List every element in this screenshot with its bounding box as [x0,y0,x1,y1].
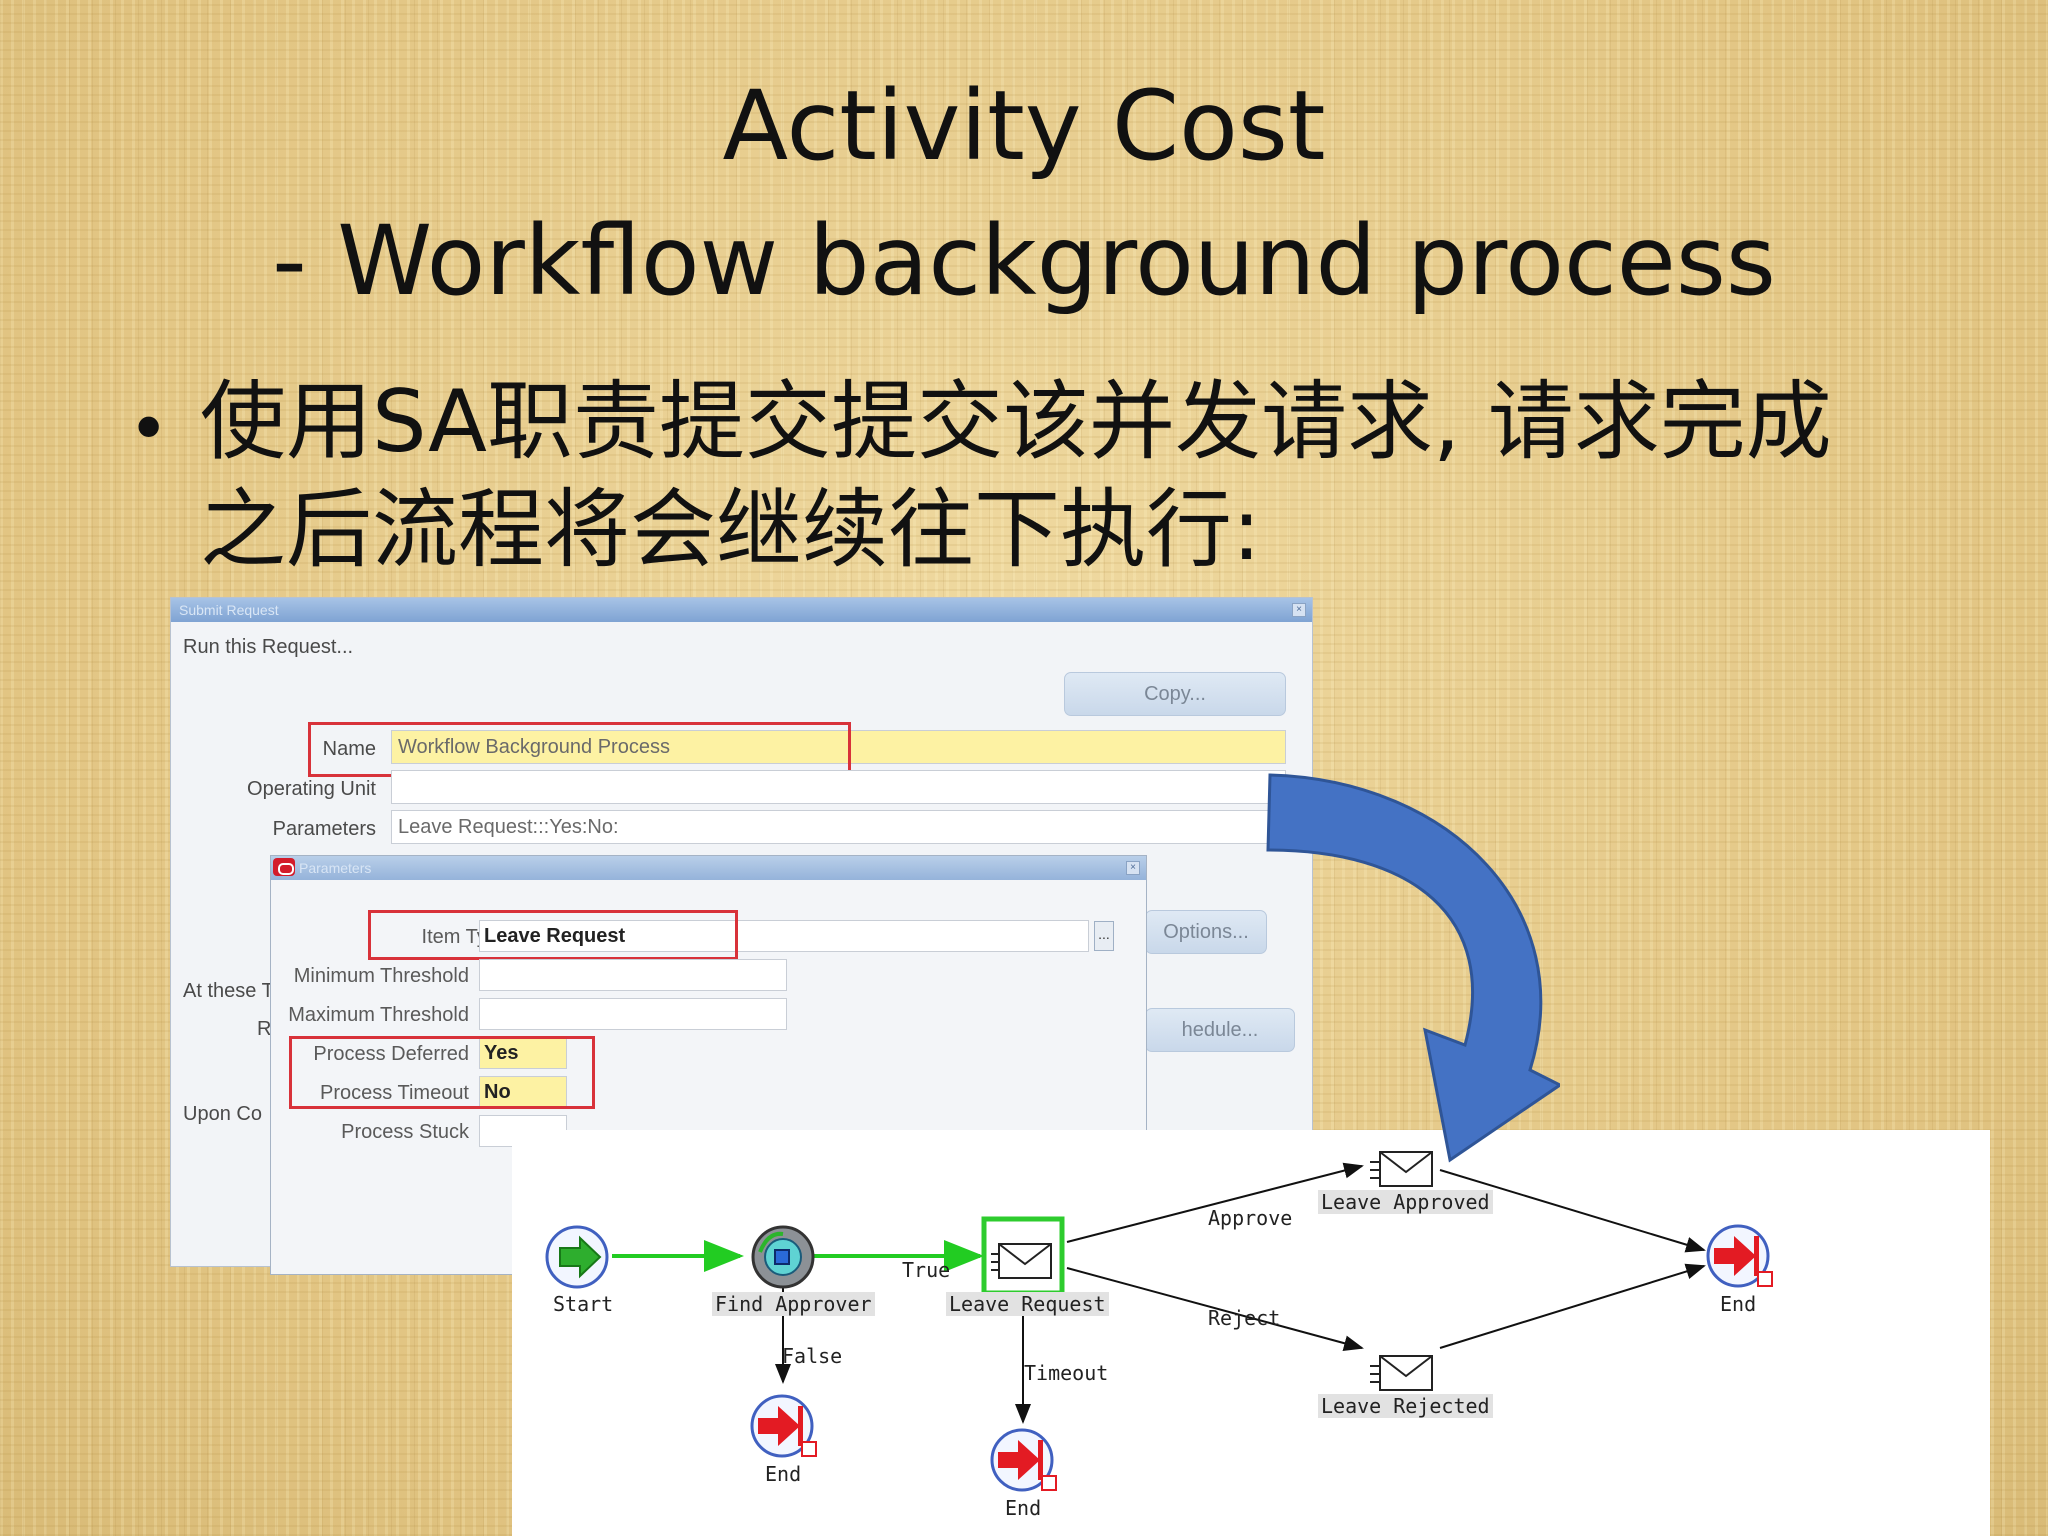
find-approver-node-label: Find Approver [712,1292,875,1316]
maximum-threshold-field[interactable] [479,998,787,1030]
run-request-label: Run this Request... [183,636,354,658]
process-deferred-label: Process Deferred [313,1043,469,1065]
edge-reject [1066,1267,1364,1352]
process-stuck-label: Process Stuck [341,1121,469,1143]
end-node-main-label: End [1720,1292,1757,1316]
leave-request-node-icon[interactable] [981,1216,1067,1296]
oracle-logo-icon [273,858,295,876]
start-node-label: Start [553,1292,614,1316]
end-node-false-icon[interactable] [748,1392,820,1464]
process-timeout-label: Process Timeout [320,1082,469,1104]
bullet-dot: • [128,388,170,470]
r-label: R [257,1018,272,1040]
item-type-highlight-box [368,910,738,960]
schedule-button[interactable]: hedule... [1145,1008,1295,1052]
slide-title-line2: - Workflow background process [272,205,1776,317]
window-titlebar: Submit Request × [171,598,1312,622]
end-node-main-icon[interactable] [1704,1222,1776,1294]
item-type-field[interactable]: Leave Request [479,920,1089,952]
start-node-icon[interactable] [542,1222,612,1292]
operating-unit-label: Operating Unit [247,778,376,800]
parameters-title: Parameters [299,860,372,876]
process-deferred-field[interactable]: Yes [479,1037,567,1069]
list-of-values-button[interactable]: ... [1094,921,1114,951]
name-highlight-box [308,722,851,777]
minimum-threshold-field[interactable] [479,959,787,991]
edge-approve [1066,1162,1364,1243]
leave-approved-node-label: Leave Approved [1318,1190,1493,1214]
end-node-timeout-icon[interactable] [988,1426,1060,1498]
bullet-line2: 之后流程将会继续往下执行: [200,480,1261,580]
bullet-text: 使用SA职责提交提交该并发请求, 请求完成 之后流程将会继续往下执行: [200,368,1900,584]
close-icon[interactable]: × [1126,861,1140,875]
minimum-threshold-label: Minimum Threshold [293,965,469,987]
bullet-line1: 使用SA职责提交提交该并发请求, 请求完成 [200,372,1832,472]
edge-label-reject: Reject [1208,1306,1281,1330]
leave-rejected-node-icon[interactable] [1364,1350,1440,1396]
name-label: Name [322,738,376,760]
edge-label-timeout: Timeout [1024,1361,1109,1385]
leave-approved-node-icon[interactable] [1364,1146,1440,1192]
close-icon[interactable]: × [1292,603,1306,617]
parameters-titlebar: Parameters × [271,856,1146,880]
maximum-threshold-label: Maximum Threshold [288,1004,469,1026]
end-node-timeout-label: End [1005,1496,1042,1520]
name-field[interactable]: Workflow Background Process [391,730,1286,764]
parameters-label: Parameters [272,818,376,840]
edge-label-approve: Approve [1208,1206,1293,1230]
leave-request-node-label: Leave Request [946,1292,1109,1316]
window-title: Submit Request [179,602,279,618]
at-these-label: At these T [183,980,274,1002]
operating-unit-field[interactable] [391,770,1286,804]
workflow-diagram: Start Find Approver Leave Request Leave … [512,1130,1990,1536]
find-approver-node-icon[interactable] [748,1222,818,1292]
leave-rejected-node-label: Leave Rejected [1318,1394,1493,1418]
parameters-field[interactable]: Leave Request:::Yes:No: [391,810,1286,844]
workflow-edges [612,1162,1706,1424]
slide-title-line1: Activity Cost [722,70,1326,182]
copy-button[interactable]: Copy... [1064,672,1286,716]
edge-label-false: False [782,1344,843,1368]
edge-label-true: True [902,1258,951,1282]
edge-approved-to-end [1439,1169,1706,1253]
upon-completion-label: Upon Co [183,1103,262,1125]
end-node-false-label: End [765,1462,802,1486]
curved-blue-arrow [1266,773,1560,1163]
edge-rejected-to-end [1439,1263,1706,1349]
process-flags-highlight-box [289,1036,595,1109]
options-button[interactable]: Options... [1145,910,1267,954]
